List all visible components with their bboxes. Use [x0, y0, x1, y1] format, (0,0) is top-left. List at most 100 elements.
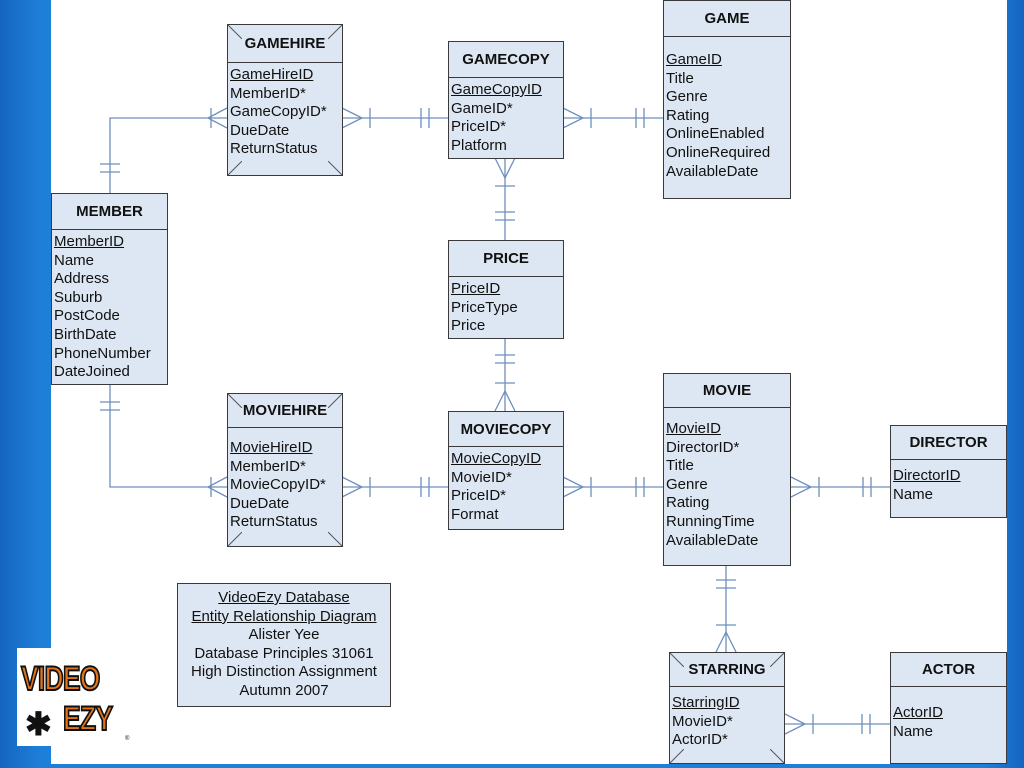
- entity-field: PriceID*: [451, 118, 507, 136]
- entity-gamehire[interactable]: GAMEHIRE GameHireID MemberID* GameCopyID…: [227, 24, 343, 176]
- entity-price[interactable]: PRICE PriceID PriceType Price: [448, 240, 564, 339]
- entity-field: Genre: [666, 475, 708, 493]
- entity-title: GAMEHIRE: [228, 25, 342, 63]
- entity-moviehire[interactable]: MOVIEHIRE MovieHireID MemberID* MovieCop…: [227, 393, 343, 547]
- entity-field: Address: [54, 270, 110, 288]
- entity-field: DateJoined: [54, 363, 130, 381]
- caption-term: Autumn 2007: [239, 681, 329, 699]
- entity-field: MemberID*: [230, 457, 306, 475]
- entity-field: Name: [893, 722, 934, 740]
- diagram-caption: VideoEzy Database Entity Relationship Di…: [177, 583, 391, 707]
- weak-entity-corner: [328, 532, 342, 546]
- entity-field: Genre: [666, 88, 708, 106]
- entity-field: DueDate: [230, 121, 290, 139]
- entity-starring[interactable]: STARRING StarringID MovieID* ActorID*: [669, 652, 785, 764]
- caption-assignment: High Distinction Assignment: [191, 663, 377, 681]
- entity-field: MovieID*: [451, 468, 512, 486]
- entity-field: PriceID*: [451, 487, 507, 505]
- entity-field: ReturnStatus: [230, 140, 318, 158]
- entity-title: ACTOR: [891, 653, 1006, 687]
- entity-actor[interactable]: ACTOR ActorID Name: [890, 652, 1007, 764]
- primary-key-field: GameID: [666, 51, 722, 68]
- entity-title: GAME: [664, 1, 790, 37]
- primary-key-field: GameHireID: [230, 66, 314, 83]
- primary-key-field: MovieHireID: [230, 439, 313, 456]
- entity-title: MOVIE: [664, 374, 790, 408]
- caption-subtitle: Entity Relationship Diagram: [191, 607, 377, 625]
- primary-key-field: StarringID: [672, 694, 740, 711]
- entity-fields: StarringID MovieID* ActorID*: [670, 687, 784, 750]
- entity-field: OnlineRequired: [666, 143, 771, 161]
- entity-title: DIRECTOR: [891, 426, 1006, 460]
- entity-field: Suburb: [54, 288, 103, 306]
- primary-key-field: MemberID: [54, 233, 125, 250]
- entity-field: ActorID*: [672, 731, 728, 749]
- entity-moviecopy[interactable]: MOVIECOPY MovieCopyID MovieID* PriceID* …: [448, 411, 564, 530]
- entity-field: MemberID*: [230, 84, 306, 102]
- entity-field: Rating: [666, 494, 710, 512]
- entity-field: BirthDate: [54, 325, 117, 343]
- entity-field: GameID*: [451, 99, 513, 117]
- entity-member[interactable]: MEMBER MemberID Name Address Suburb Post…: [51, 193, 168, 385]
- entity-field: Name: [893, 485, 934, 503]
- entity-field: Rating: [666, 106, 710, 124]
- entity-fields: DirectorID Name: [891, 460, 1006, 504]
- entity-fields: GameHireID MemberID* GameCopyID* DueDate…: [228, 63, 342, 159]
- primary-key-field: DirectorID: [893, 467, 961, 484]
- weak-entity-corner: [770, 749, 784, 763]
- entity-field: ReturnStatus: [230, 513, 318, 531]
- primary-key-field: PriceID: [451, 280, 501, 297]
- entity-field: DueDate: [230, 494, 290, 512]
- entity-fields: MemberID Name Address Suburb PostCode Bi…: [52, 230, 167, 382]
- entity-fields: ActorID Name: [891, 687, 1006, 741]
- entity-field: Name: [54, 251, 95, 269]
- entity-title: MOVIECOPY: [449, 412, 563, 447]
- entity-game[interactable]: GAME GameID Title Genre Rating OnlineEna…: [663, 0, 791, 199]
- entity-movie[interactable]: MOVIE MovieID DirectorID* Title Genre Ra…: [663, 373, 791, 566]
- logo-word-ezy: EZY: [62, 700, 114, 738]
- entity-title: STARRING: [670, 653, 784, 687]
- entity-fields: PriceID PriceType Price: [449, 277, 563, 336]
- entity-field: Format: [451, 505, 499, 523]
- primary-key-field: GameCopyID: [451, 81, 542, 98]
- entity-field: AvailableDate: [666, 162, 759, 180]
- entity-fields: GameID Title Genre Rating OnlineEnabled …: [664, 37, 790, 181]
- entity-field: GameCopyID*: [230, 103, 327, 121]
- weak-entity-corner: [228, 532, 242, 546]
- entity-field: DirectorID*: [666, 438, 740, 456]
- caption-course: Database Principles 31061: [194, 644, 374, 662]
- entity-fields: MovieID DirectorID* Title Genre Rating R…: [664, 408, 790, 550]
- primary-key-field: ActorID: [893, 704, 944, 721]
- entity-field: PriceType: [451, 298, 518, 316]
- entity-gamecopy[interactable]: GAMECOPY GameCopyID GameID* PriceID* Pla…: [448, 41, 564, 159]
- entity-title: MOVIEHIRE: [228, 394, 342, 428]
- entity-field: PostCode: [54, 307, 120, 325]
- entity-title: GAMECOPY: [449, 42, 563, 78]
- entity-field: RunningTime: [666, 512, 755, 530]
- weak-entity-corner: [328, 161, 342, 175]
- entity-title: PRICE: [449, 241, 563, 277]
- entity-field: Price: [451, 317, 486, 335]
- entity-field: AvailableDate: [666, 531, 759, 549]
- caption-title: VideoEzy Database: [218, 589, 350, 606]
- entity-field: MovieCopyID*: [230, 476, 326, 494]
- registered-mark: ®: [125, 736, 130, 742]
- logo-word-video: VIDEO: [20, 660, 101, 698]
- entity-field: MovieID*: [672, 712, 733, 730]
- weak-entity-corner: [228, 161, 242, 175]
- primary-key-field: MovieID: [666, 420, 722, 437]
- primary-key-field: MovieCopyID: [451, 450, 542, 467]
- entity-field: Title: [666, 69, 694, 87]
- entity-fields: MovieCopyID MovieID* PriceID* Format: [449, 447, 563, 524]
- entity-fields: MovieHireID MemberID* MovieCopyID* DueDa…: [228, 428, 342, 532]
- entity-title: MEMBER: [52, 194, 167, 230]
- videoezy-logo: VIDEO ✱ EZY ®: [17, 648, 135, 746]
- entity-director[interactable]: DIRECTOR DirectorID Name: [890, 425, 1007, 518]
- entity-fields: GameCopyID GameID* PriceID* Platform: [449, 78, 563, 155]
- entity-field: OnlineEnabled: [666, 125, 765, 143]
- entity-field: PhoneNumber: [54, 344, 151, 362]
- weak-entity-corner: [670, 749, 684, 763]
- entity-field: Title: [666, 457, 694, 475]
- entity-field: Platform: [451, 136, 507, 154]
- caption-author: Alister Yee: [248, 626, 320, 644]
